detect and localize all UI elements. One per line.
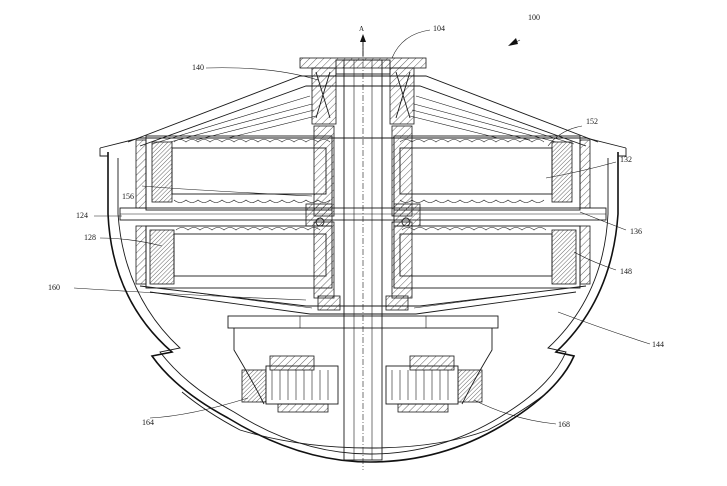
- ref-numeral-156: 156: [122, 192, 134, 201]
- central-shaft: [343, 34, 383, 470]
- right-gear-168: [385, 355, 483, 413]
- ref-numeral-140: 140: [192, 63, 204, 72]
- lower-cone: [139, 285, 587, 315]
- ref-numeral-100: 100: [528, 13, 540, 22]
- ref-numeral-132: 132: [620, 155, 632, 164]
- ref-numeral-128: 128: [84, 233, 96, 242]
- ref-numeral-124: 124: [76, 211, 88, 220]
- left-gear-164: [241, 355, 339, 413]
- bowl-housing: [107, 152, 619, 463]
- upper-motor: [135, 125, 591, 217]
- ref-numeral-152: 152: [586, 117, 598, 126]
- rotor-plate: [119, 203, 607, 227]
- lower-motor: [135, 221, 591, 299]
- ref-numeral-160: 160: [48, 283, 60, 292]
- leader-lines: [73, 29, 651, 425]
- ref-numeral-136: 136: [630, 227, 642, 236]
- ref-numeral-104: 104: [433, 24, 445, 33]
- ref-numeral-148: 148: [620, 267, 632, 276]
- ref-numeral-144: 144: [652, 340, 664, 349]
- ref-numeral-164: 164: [142, 418, 154, 427]
- ref-numeral-168: 168: [558, 420, 570, 429]
- section-marker-a: A: [359, 25, 365, 33]
